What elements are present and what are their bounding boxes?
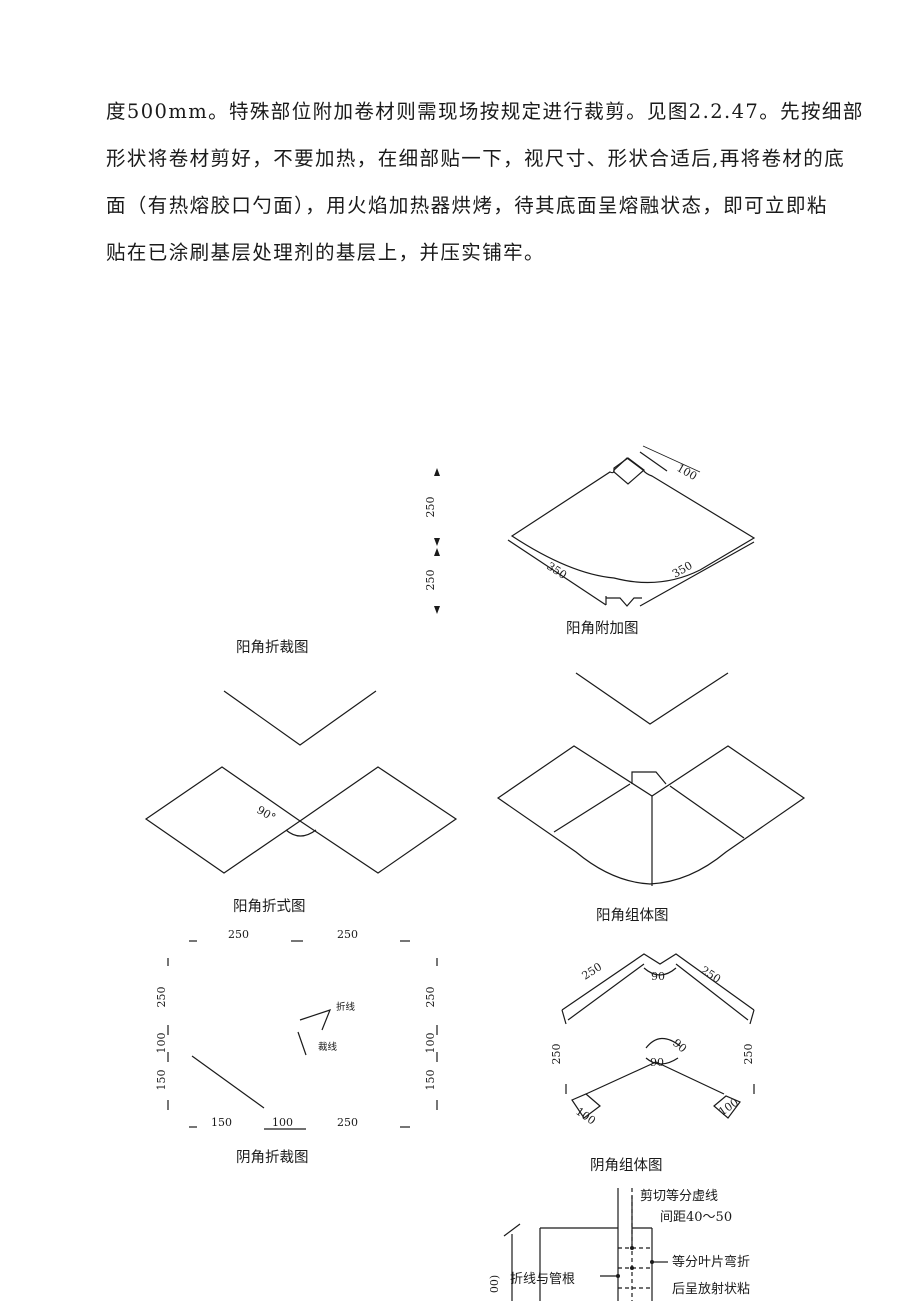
inner-cut-dim-bottom-right: 250 [337,1116,358,1129]
pipe-note-radial: 后呈放射状粘 [672,1281,750,1297]
paragraph-line-1: 度500mm。特殊部位附加卷材则需现场按规定进行裁剪。见图2.2.47。先按细部 [106,100,864,123]
outer-add-dim-tab: 100 [675,461,700,483]
paragraph-line-3: 面（有热熔胶口勺面），用火焰加热器烘烤，待其底面呈熔融状态，即可立即粘 [106,194,828,217]
paragraph-line-4: 贴在已涂刷基层处理剂的基层上，并压实铺牢。 [106,241,545,264]
body-paragraph: 度500mm。特殊部位附加卷材则需现场按规定进行裁剪。见图2.2.47。先按细部… [106,88,864,276]
inner-assembly-upper-angle: 90 [651,970,665,983]
outer-fold-angle: 90° [255,803,278,824]
caption-inner-assembly: 阴角组体图 [590,1157,663,1174]
pipe-note-dashed-line: 剪切等分虚线 [640,1188,718,1204]
inner-cut-cut-label: 裁线 [318,1041,338,1053]
inner-assembly-lower-angle-inner: 90 [650,1056,664,1069]
inner-corner-assembly-figure: 250 250 90 250 250 90 90 100 100 阴角组体图 [550,953,755,1174]
inner-cut-dim-right-top: 250 [424,987,437,1008]
caption-outer-fold: 阳角折式图 [233,898,306,915]
inner-cut-dim-right-bottom: 150 [424,1070,437,1091]
outer-cut-dim-top: 250 [424,497,437,518]
inner-assembly-dim-right: 250 [742,1044,755,1065]
inner-assembly-dim-upper-left: 250 [580,960,605,982]
inner-cut-fold-label: 折线 [336,1001,356,1013]
inner-cut-dim-left-top: 250 [155,987,168,1008]
pipe-note-fold-line: 折线与管根 [510,1272,575,1287]
paragraph-line-2: 形状将卷材剪好，不要加热，在细部贴一下，视尺寸、形状合适后,再将卷材的底 [106,147,846,170]
outer-corner-assembly-figure: 阳角组体图 [496,672,806,924]
pipe-note-leaf-fold: 等分叶片弯折 [672,1254,750,1270]
inner-assembly-tab-right: 100 [716,1096,741,1119]
inner-cut-dim-bottom-left: 150 [211,1116,232,1129]
inner-assembly-dim-left: 250 [550,1044,563,1065]
inner-cut-dim-left-bottom: 150 [155,1070,168,1091]
inner-assembly-lower-angle-outer: 90 [670,1036,689,1055]
pipe-root-detail-figure: 剪切等分虚线 间距40～50 等分叶片弯折 后呈放射状粘 折线与管根 00) [488,1188,750,1301]
inner-assembly-dim-upper-right: 250 [698,964,723,986]
outer-cut-dim-bottom: 250 [424,570,437,591]
outer-corner-fold-figure: 90° 阳角折式图 [144,690,458,915]
inner-cut-dim-bottom-mid: 100 [272,1116,293,1129]
inner-cut-dim-top-right: 250 [337,928,358,941]
caption-inner-cut: 阴角折裁图 [236,1149,309,1166]
caption-outer-assembly: 阳角组体图 [596,907,669,924]
outer-corner-cut-figure: 250 250 阳角折裁图 [236,468,440,656]
caption-outer-cut: 阳角折裁图 [236,639,309,656]
inner-cut-dim-right-mid: 100 [424,1033,437,1054]
pipe-note-spacing: 间距40～50 [660,1210,732,1225]
pipe-dim-partial: 00) [488,1275,501,1293]
outer-corner-add-figure: 100 350 350 阳角附加图 [507,445,756,637]
caption-outer-add: 阳角附加图 [566,620,639,637]
inner-corner-cut-figure: 250 250 250 100 150 250 100 150 折线 裁线 15… [155,928,438,1166]
inner-cut-dim-left-mid: 100 [155,1033,168,1054]
inner-cut-dim-top-left: 250 [228,928,249,941]
